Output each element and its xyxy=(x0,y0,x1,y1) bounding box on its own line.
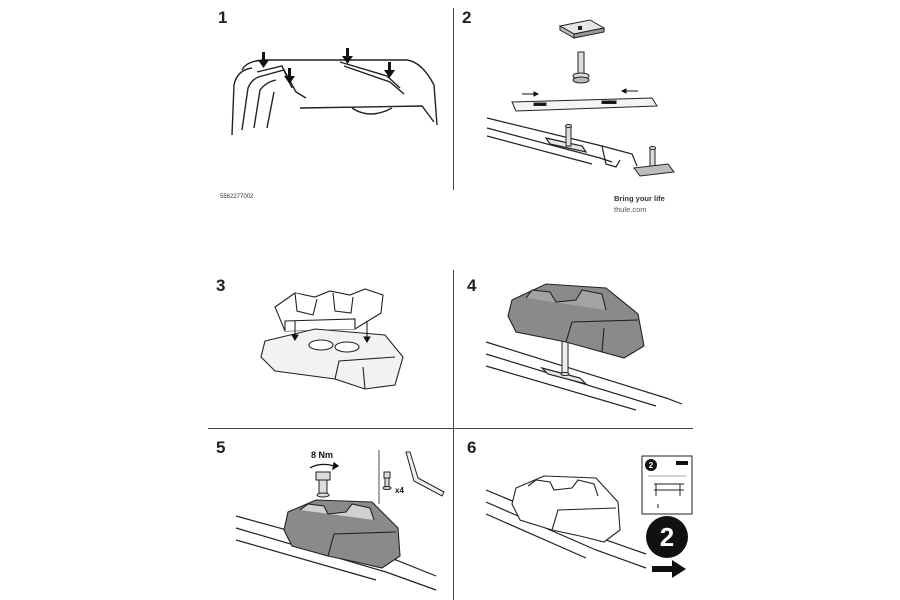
roof-foot-icon xyxy=(507,283,645,359)
step-1-number: 1 xyxy=(218,8,228,27)
bolt-icon xyxy=(382,471,392,490)
document-code: 5562277002 xyxy=(220,194,254,200)
foot-on-rail-illustration xyxy=(485,283,683,411)
rail-mount-illustration xyxy=(486,19,675,177)
clamp-plate-icon xyxy=(558,19,606,39)
bolt-icon xyxy=(572,51,590,84)
right-arrow-icon[interactable] xyxy=(652,560,688,578)
torque-label: 8 Nm xyxy=(311,450,334,460)
brand-url: thule.com xyxy=(614,205,647,214)
torque-bolt-illustration xyxy=(309,461,340,498)
hex-key-icon xyxy=(405,451,445,497)
foot-assembly-illustration xyxy=(260,288,404,390)
rail-icon xyxy=(485,341,683,411)
roof-foot-icon xyxy=(283,499,401,569)
horizontal-divider xyxy=(208,428,693,429)
step-6-number: 6 xyxy=(467,438,477,457)
torque-rotation-icon xyxy=(309,461,340,471)
final-foot-illustration xyxy=(485,475,647,569)
roof-foot-icon xyxy=(511,475,621,543)
down-arrow-icon xyxy=(258,48,395,84)
brand-slogan: Bring your life xyxy=(614,194,665,203)
right-arrow-icon xyxy=(522,91,540,97)
car-roof-illustration xyxy=(231,48,438,136)
step-2-number: 2 xyxy=(462,8,472,27)
roof-rail-icon xyxy=(486,117,638,168)
step-5-number: 5 xyxy=(216,438,226,457)
step-4-number: 4 xyxy=(467,276,477,295)
small-bolt-and-key xyxy=(378,450,445,504)
top-vertical-divider xyxy=(453,8,454,190)
left-arrow-icon xyxy=(620,88,638,94)
step-3-number: 3 xyxy=(216,276,226,295)
bolt-icon xyxy=(315,471,331,498)
quantity-label: x4 xyxy=(395,486,404,495)
next-step-badge[interactable]: 2 xyxy=(646,516,688,558)
foot-body-icon xyxy=(260,328,404,390)
next-step-number: 2 xyxy=(659,521,675,552)
tightened-foot-illustration xyxy=(235,499,437,591)
foot-pad-icon xyxy=(274,288,384,332)
middle-vertical-divider xyxy=(453,270,454,600)
svg-text:2: 2 xyxy=(649,461,654,470)
instruction-booklet-icon: 2 xyxy=(641,455,693,515)
